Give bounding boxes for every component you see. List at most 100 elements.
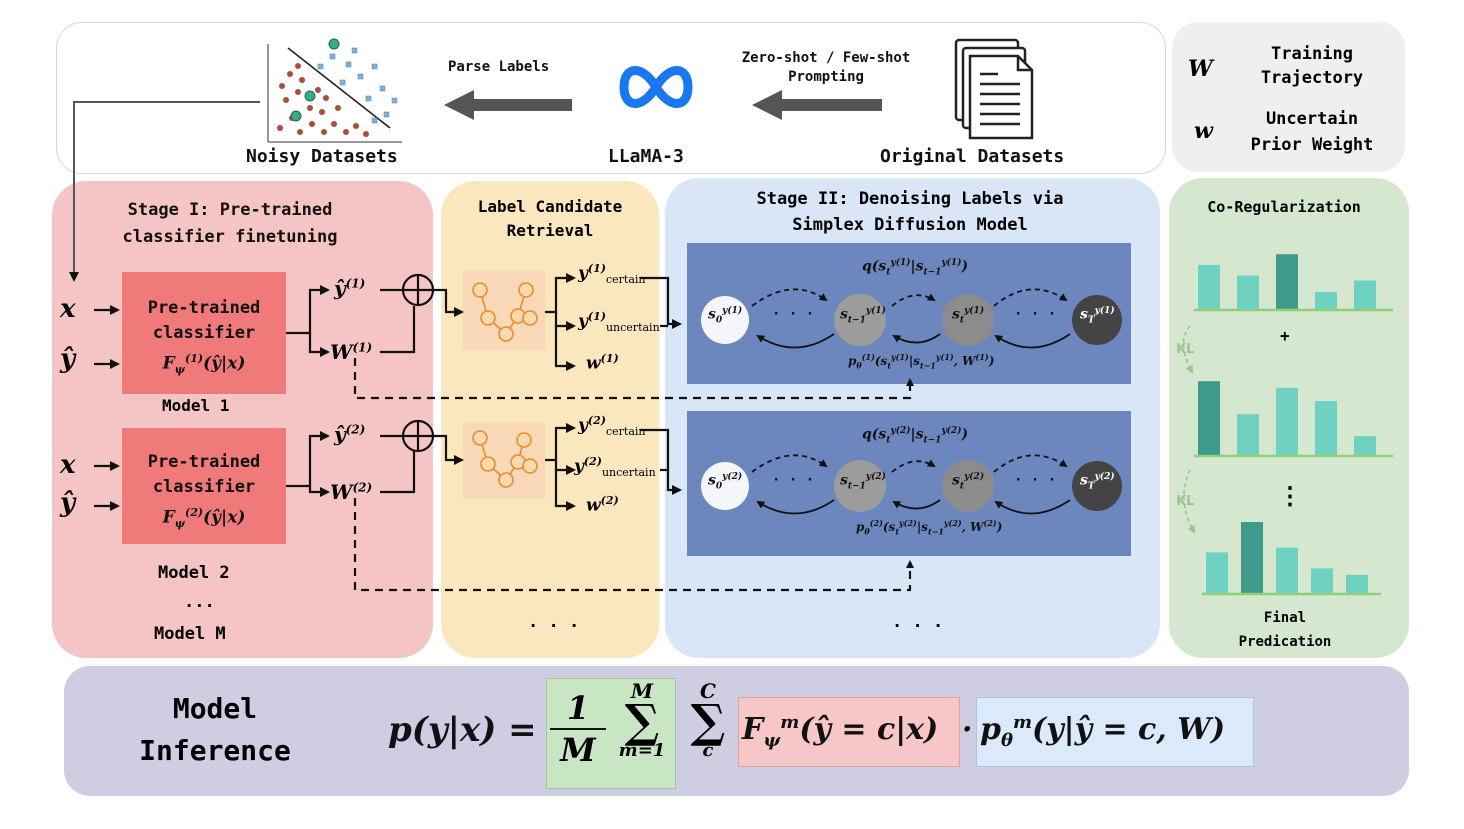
classifier-2-formula: Fψ(2)(ŷ|x) bbox=[162, 506, 246, 531]
diffusion-chain-2 bbox=[701, 454, 1122, 515]
noisy-datasets-label: Noisy Datasets bbox=[246, 146, 398, 167]
documents-icon bbox=[954, 38, 1034, 140]
prompting-label-line1: Zero-shot / Few-shot bbox=[741, 50, 911, 66]
inference-title-line2: Inference bbox=[139, 734, 291, 767]
parse-labels-label: Parse Labels bbox=[448, 59, 550, 75]
chain1-dots-b: · · · bbox=[1014, 306, 1057, 322]
classifier-box-1 bbox=[122, 272, 286, 394]
coreg-bar-1-4 bbox=[1315, 291, 1337, 310]
formula-pink-box bbox=[738, 697, 960, 767]
coreg-bar-3-2 bbox=[1241, 522, 1263, 594]
legend-w-line1: Uncertain bbox=[1265, 109, 1359, 129]
classifier-box-2 bbox=[122, 428, 286, 544]
classifier-2-line2: classifier bbox=[152, 477, 256, 497]
chain1-dots-a: · · · bbox=[772, 306, 815, 322]
final-line1: Final bbox=[1263, 610, 1307, 626]
kl-label-2: KL bbox=[1176, 494, 1195, 509]
coreg-bar-1-1 bbox=[1198, 264, 1220, 310]
coreg-plus: + bbox=[1280, 326, 1290, 345]
y-uncertain-1: y(1)uncertain bbox=[578, 310, 660, 335]
inference-sum-m: M ∑ m=1 bbox=[618, 679, 666, 761]
input-x-1: x bbox=[60, 294, 76, 324]
kl-label-1: KL bbox=[1176, 342, 1195, 357]
W-1-label: W(1) bbox=[330, 340, 373, 364]
models-ellipsis: ... bbox=[184, 592, 215, 612]
retrieval-ellipsis: . . . bbox=[528, 612, 580, 632]
stage2-title-line2: Simplex Diffusion Model bbox=[792, 215, 1028, 235]
node-sT-2: sTy(2) bbox=[1080, 472, 1115, 492]
aggregate-symbol-1 bbox=[401, 273, 435, 307]
retrieval-title: Label Candidate Retrieval bbox=[441, 195, 659, 243]
inference-title-line1: Model bbox=[172, 692, 258, 725]
classifier-2-line1: Pre-trained bbox=[147, 452, 261, 472]
parse-arrow bbox=[444, 90, 572, 120]
W-2-label: W(2) bbox=[330, 480, 373, 504]
w-1: w(1) bbox=[586, 352, 619, 374]
model-M-label: Model M bbox=[154, 624, 226, 644]
y-certain-2: y(2)certain bbox=[578, 414, 646, 439]
legend-W-text: Training Trajectory bbox=[1232, 42, 1392, 90]
inference-title: Model Inference bbox=[110, 688, 320, 772]
formula-green-box bbox=[546, 678, 676, 789]
input-x-2: x bbox=[60, 450, 76, 480]
legend-W-line2: Trajectory bbox=[1260, 68, 1364, 88]
chain2-dots-a: · · · bbox=[772, 472, 815, 488]
stage2-ellipsis: . . . bbox=[892, 612, 944, 632]
node-st1-1: st−1y(1) bbox=[840, 306, 886, 326]
inference-sum-c: C ∑ c bbox=[690, 679, 726, 761]
coreg-vdots: ⋮ bbox=[1278, 482, 1302, 510]
coreg-bar-3-1 bbox=[1206, 552, 1228, 594]
legend-W-symbol: W bbox=[1188, 56, 1213, 82]
coreg-bar-3-4 bbox=[1311, 568, 1333, 594]
p-formula-1: pθ(1)(sty(1)|st−1y(1), W(1)) bbox=[848, 352, 995, 371]
coreg-bar-2-3 bbox=[1276, 387, 1298, 456]
legend-w-symbol: w bbox=[1194, 118, 1213, 144]
retrieval-title-line1: Label Candidate bbox=[477, 197, 623, 216]
classifier-1-line1: Pre-trained bbox=[147, 298, 261, 318]
retrieval-title-line2: Retrieval bbox=[506, 221, 594, 240]
yhat-1-label: ŷ(1) bbox=[334, 276, 366, 300]
prompting-label: Zero-shot / Few-shot Prompting bbox=[716, 49, 936, 87]
inference-dot: · bbox=[962, 712, 973, 747]
inference-fraction: 1 M bbox=[550, 688, 606, 770]
input-yhat-1: ŷ bbox=[60, 344, 76, 374]
legend-panel bbox=[1172, 22, 1405, 172]
w-2: w(2) bbox=[586, 494, 619, 516]
meta-logo-icon bbox=[619, 66, 693, 108]
yhat-2-label: ŷ(2) bbox=[334, 422, 366, 446]
coreg-bar-2-1 bbox=[1198, 381, 1220, 456]
prompt-arrow bbox=[752, 90, 882, 120]
legend-w-line2: Prior Weight bbox=[1250, 135, 1374, 155]
node-sT-1: sTy(1) bbox=[1080, 306, 1115, 326]
coreg-bar-3-3 bbox=[1276, 547, 1298, 594]
inference-lhs: p(y|x) = bbox=[388, 710, 537, 750]
coreg-bar-charts bbox=[1194, 254, 1393, 596]
coreg-title: Co-Regularization bbox=[1207, 198, 1361, 216]
stage1-title: Stage I: Pre-trained classifier finetuni… bbox=[80, 197, 380, 251]
coreg-bar-1-3 bbox=[1276, 254, 1298, 310]
input-yhat-2: ŷ bbox=[60, 488, 76, 518]
inference-diffusion-term: pθm(y|ŷ = c, W) bbox=[980, 712, 1226, 751]
original-datasets-label: Original Datasets bbox=[880, 146, 1065, 167]
coreg-bar-3-5 bbox=[1346, 574, 1368, 594]
noisy-feed-arrow bbox=[69, 101, 260, 282]
q-formula-1: q(sty(1)|st−1y(1)) bbox=[862, 258, 969, 278]
scatter-plot-icon bbox=[267, 38, 402, 143]
retrieval-panel bbox=[441, 181, 659, 658]
diffusion-box-1 bbox=[687, 243, 1131, 384]
aggregate-symbol-2 bbox=[401, 419, 435, 453]
final-prediction-label: Final Predication bbox=[1200, 606, 1370, 654]
coreg-bar-2-4 bbox=[1315, 401, 1337, 456]
coreg-bar-2-2 bbox=[1237, 414, 1259, 456]
node-s0-2: s0y(2) bbox=[708, 472, 743, 492]
node-st-2: sty(2) bbox=[952, 472, 985, 492]
stage2-title-line1: Stage II: Denoising Labels via bbox=[756, 189, 1064, 209]
inference-classifier-term: Fψm(ŷ = c|x) bbox=[742, 712, 939, 751]
legend-w-text: Uncertain Prior Weight bbox=[1232, 106, 1392, 158]
stage2-title: Stage II: Denoising Labels via Simplex D… bbox=[700, 186, 1120, 238]
legend-W-line1: Training bbox=[1271, 44, 1353, 64]
classifier-1-line2: classifier bbox=[152, 323, 256, 343]
stage1-panel bbox=[52, 181, 433, 658]
y-uncertain-2: y(2)uncertain bbox=[574, 455, 656, 480]
